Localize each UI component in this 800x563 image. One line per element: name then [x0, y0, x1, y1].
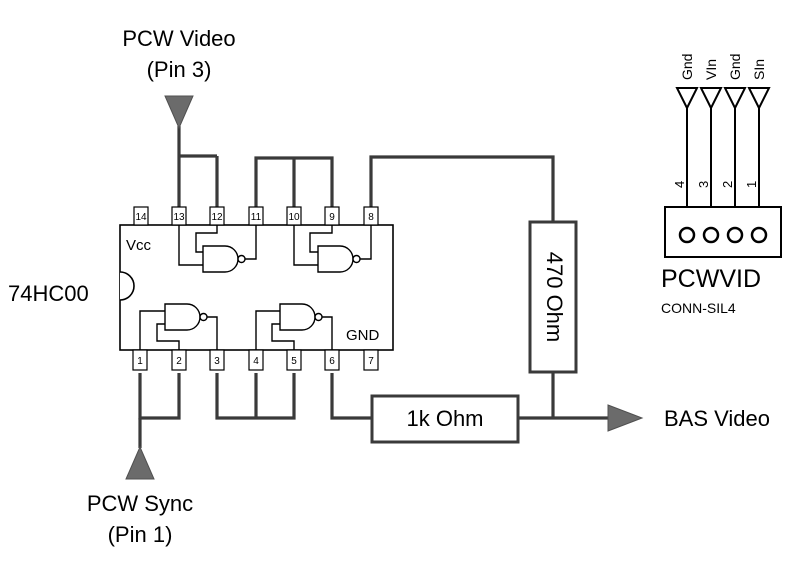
resistor-470-ohm: 470 Ohm: [528, 220, 578, 374]
connector-hole-4: [678, 226, 696, 244]
connector-hole-1: [750, 226, 768, 244]
pin-4-label: 4: [253, 356, 259, 367]
wire-pins-1-2-bus: [138, 373, 181, 420]
pin-9-label: 9: [329, 212, 335, 223]
pin-6-label: 6: [329, 356, 335, 367]
resistor-1k-ohm: 1k Ohm: [370, 394, 520, 444]
sync-input-arrow-icon: [125, 445, 155, 480]
connector-type: CONN-SIL4: [661, 300, 736, 316]
vcc-label: Vcc: [126, 237, 152, 254]
connector-pin3-number: 3: [696, 181, 711, 188]
pin-7-label: 7: [368, 356, 374, 367]
sync-input-label: PCW Sync: [87, 491, 193, 516]
wires: [138, 126, 610, 448]
pin-12-label: 12: [211, 212, 223, 223]
connector-pin4-number: 4: [672, 181, 687, 188]
connector-pin2-number: 2: [720, 181, 735, 188]
chip-notch: [119, 271, 135, 301]
output-arrow-icon: [607, 404, 644, 432]
nand-gate-top-left: [178, 225, 257, 273]
pin-11-label: 11: [251, 212, 262, 223]
pin-5-label: 5: [291, 356, 297, 367]
connector-pin4-arrow-icon: [675, 87, 699, 111]
connector-pin2-arrow-icon: [723, 87, 747, 111]
wire-pin6-to-1k: [330, 373, 372, 420]
bottom-pins: 1 2 3 4 5 6 7: [132, 349, 379, 371]
video-input-label: PCW Video: [122, 26, 235, 51]
connector-pin3-arrow-icon: [699, 87, 723, 111]
wire-pin8-to-470: [369, 155, 555, 222]
gnd-label: GND: [346, 327, 380, 344]
pin-7: [363, 349, 379, 371]
resistor-1k-label: 1k Ohm: [406, 406, 483, 431]
connector-name: PCWVID: [661, 265, 761, 293]
connector-pin3-name: VIn: [703, 59, 719, 80]
pin-1-label: 1: [137, 356, 143, 367]
sync-input-pin-label: (Pin 1): [108, 522, 173, 547]
pin-8-label: 8: [368, 212, 374, 223]
video-input-pin-label: (Pin 3): [147, 57, 212, 82]
resistor-1k-body: [370, 394, 520, 444]
nand-gate-top-right: [293, 225, 372, 273]
connector-hole-3: [702, 226, 720, 244]
nand-gate-bottom-left: [139, 303, 218, 350]
pin-14-label: 14: [135, 212, 147, 223]
chip-74hc00: 74HC00 Vcc GND 14 13 12 11 10 9 8 1 2: [8, 206, 394, 371]
output-label: BAS Video: [664, 406, 770, 431]
connector-pin1-arrow-icon: [747, 87, 771, 111]
pin-13-label: 13: [173, 212, 185, 223]
connector-pin4-name: Gnd: [679, 54, 695, 80]
nand-gate-bottom-right: [255, 303, 333, 350]
connector-hole-2: [726, 226, 744, 244]
pin-3-label: 3: [214, 356, 220, 367]
top-pins: 14 13 12 11 10 9 8: [133, 206, 379, 226]
pin-14: [133, 206, 149, 226]
resistor-470-label: 470 Ohm: [542, 252, 567, 343]
connector-pin1-number: 1: [744, 181, 759, 188]
video-input-arrow-icon: [164, 95, 194, 130]
chip-part-label: 74HC00: [8, 281, 89, 306]
connector-pcwvid: Gnd VIn Gnd SIn 4 3 2 1 PCWVID CONN-SIL4: [661, 54, 782, 316]
connector-pin2-name: Gnd: [727, 54, 743, 80]
connector-pin1-name: SIn: [751, 59, 767, 80]
resistor-470-body: [528, 220, 578, 374]
pin-10-label: 10: [288, 212, 300, 223]
nand-gates: [139, 225, 372, 350]
pin-2-label: 2: [176, 356, 182, 367]
